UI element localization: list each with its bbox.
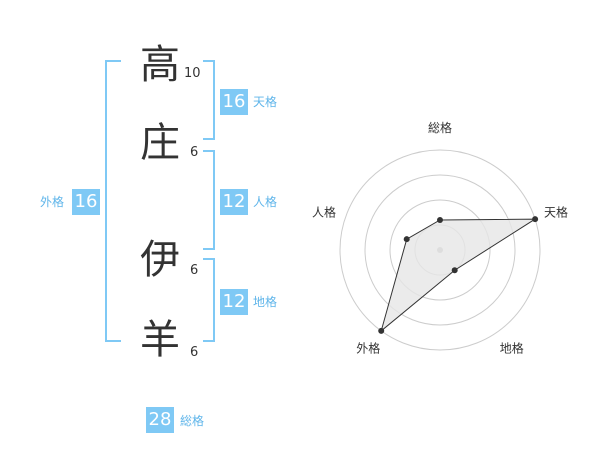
jinkaku-label: 人格 (253, 195, 278, 209)
chikaku-score: 12 (220, 289, 248, 315)
soukaku-label: 総格 (180, 414, 205, 428)
gaikaku-score: 16 (72, 189, 100, 215)
name-char-2: 庄 (140, 120, 180, 166)
radar-ring-3 (364, 174, 516, 326)
stroke-count-3: 6 (190, 263, 199, 278)
chikaku-bracket (203, 258, 215, 342)
radar-point-3 (451, 267, 458, 274)
jinkaku-bracket (203, 150, 215, 250)
tenkaku-label: 天格 (253, 95, 278, 109)
tenkaku-score: 16 (220, 89, 248, 115)
radar-axis-label: 総格 (428, 120, 452, 135)
stroke-count-1: 10 (184, 66, 201, 81)
stroke-count-2: 6 (190, 145, 199, 160)
radar-ring-4 (339, 149, 541, 351)
soukaku-score: 28 (146, 407, 174, 433)
name-char-3: 伊 (140, 237, 180, 283)
radar-axis-label: 人格 (312, 204, 336, 219)
stroke-count-4: 6 (190, 345, 199, 360)
radar-axis-label: 外格 (356, 341, 380, 356)
radar-axis-label: 天格 (544, 204, 568, 219)
name-char-4: 羊 (140, 317, 180, 363)
name-char-1: 高 (140, 42, 180, 88)
tenkaku-bracket (203, 60, 215, 140)
radar-point-2 (532, 216, 539, 223)
gaikaku-label: 外格 (40, 195, 65, 209)
jinkaku-score: 12 (220, 189, 248, 215)
radar-axis-label: 地格 (500, 341, 524, 356)
radar-point-1 (437, 217, 443, 223)
chikaku-label: 地格 (253, 295, 278, 309)
radar-point-5 (403, 236, 410, 243)
radar-point-4 (378, 327, 385, 334)
radar-ring-2 (389, 199, 491, 301)
radar-polygon (380, 218, 537, 333)
gaikaku-bracket (105, 60, 121, 342)
